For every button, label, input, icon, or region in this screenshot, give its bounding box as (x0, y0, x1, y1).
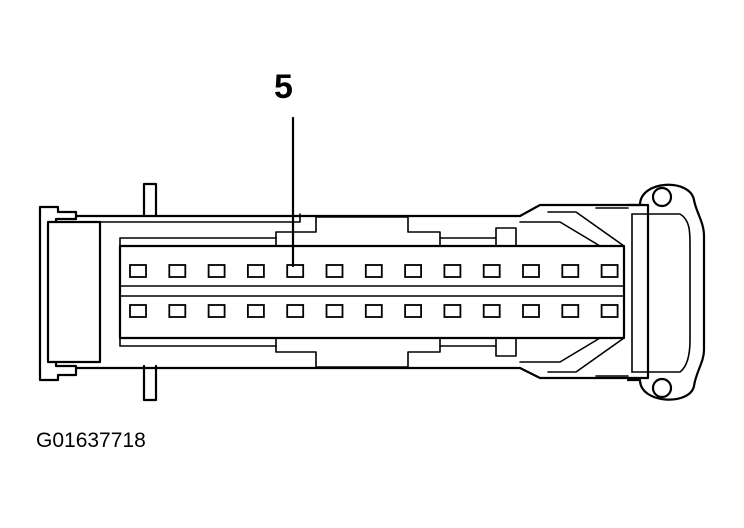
connector-housing (74, 203, 650, 380)
pin-cavity-r2-c9 (443, 304, 462, 318)
pin-cavity-r1-c3 (207, 264, 226, 278)
pin-cavity-r1-c11 (522, 264, 540, 278)
pin-cavity-r1-c8 (404, 264, 423, 278)
pin-cavity-r1-c9 (443, 264, 462, 278)
pin-cavity-r2-c6 (325, 304, 344, 318)
pin-cavity-r2-c12 (561, 304, 580, 318)
pin-cavity-r1-c4 (246, 264, 265, 278)
pin-cavity-r1-c5 (286, 264, 305, 278)
pin-cavities (129, 264, 619, 318)
pin-cavity-r2-c3 (207, 304, 226, 318)
callout-label: 5 (274, 68, 293, 106)
pin-cavity-r1-c10 (482, 264, 501, 278)
pin-cavity-r2-c13 (600, 304, 619, 318)
connector-right-cap (626, 183, 706, 401)
pin-cavity-r2-c10 (482, 304, 501, 318)
pin-cavity-r2-c7 (364, 304, 383, 318)
connector-left-cap (38, 205, 102, 382)
mounting-flange-bottom (142, 364, 158, 402)
figure-id: G01637718 (36, 429, 146, 452)
pin-cavity-r1-c12 (561, 264, 580, 278)
pin-cavity-r1-c6 (325, 264, 344, 278)
pin-cavity-r2-c4 (246, 304, 265, 318)
mounting-flange-top (142, 182, 158, 218)
pin-cavity-r2-c2 (168, 304, 187, 318)
pin-cavity-r1-c13 (600, 264, 619, 278)
pin-cavity-r2-c8 (404, 304, 423, 318)
pin-cavity-r2-c1 (129, 304, 147, 318)
pin-cavity-r1-c1 (129, 264, 147, 278)
pin-cavity-r2-c11 (522, 304, 540, 318)
pin-cavity-r2-c5 (286, 304, 305, 318)
pin-cavity-r1-c7 (364, 264, 383, 278)
pin-cavity-r1-c2 (168, 264, 187, 278)
